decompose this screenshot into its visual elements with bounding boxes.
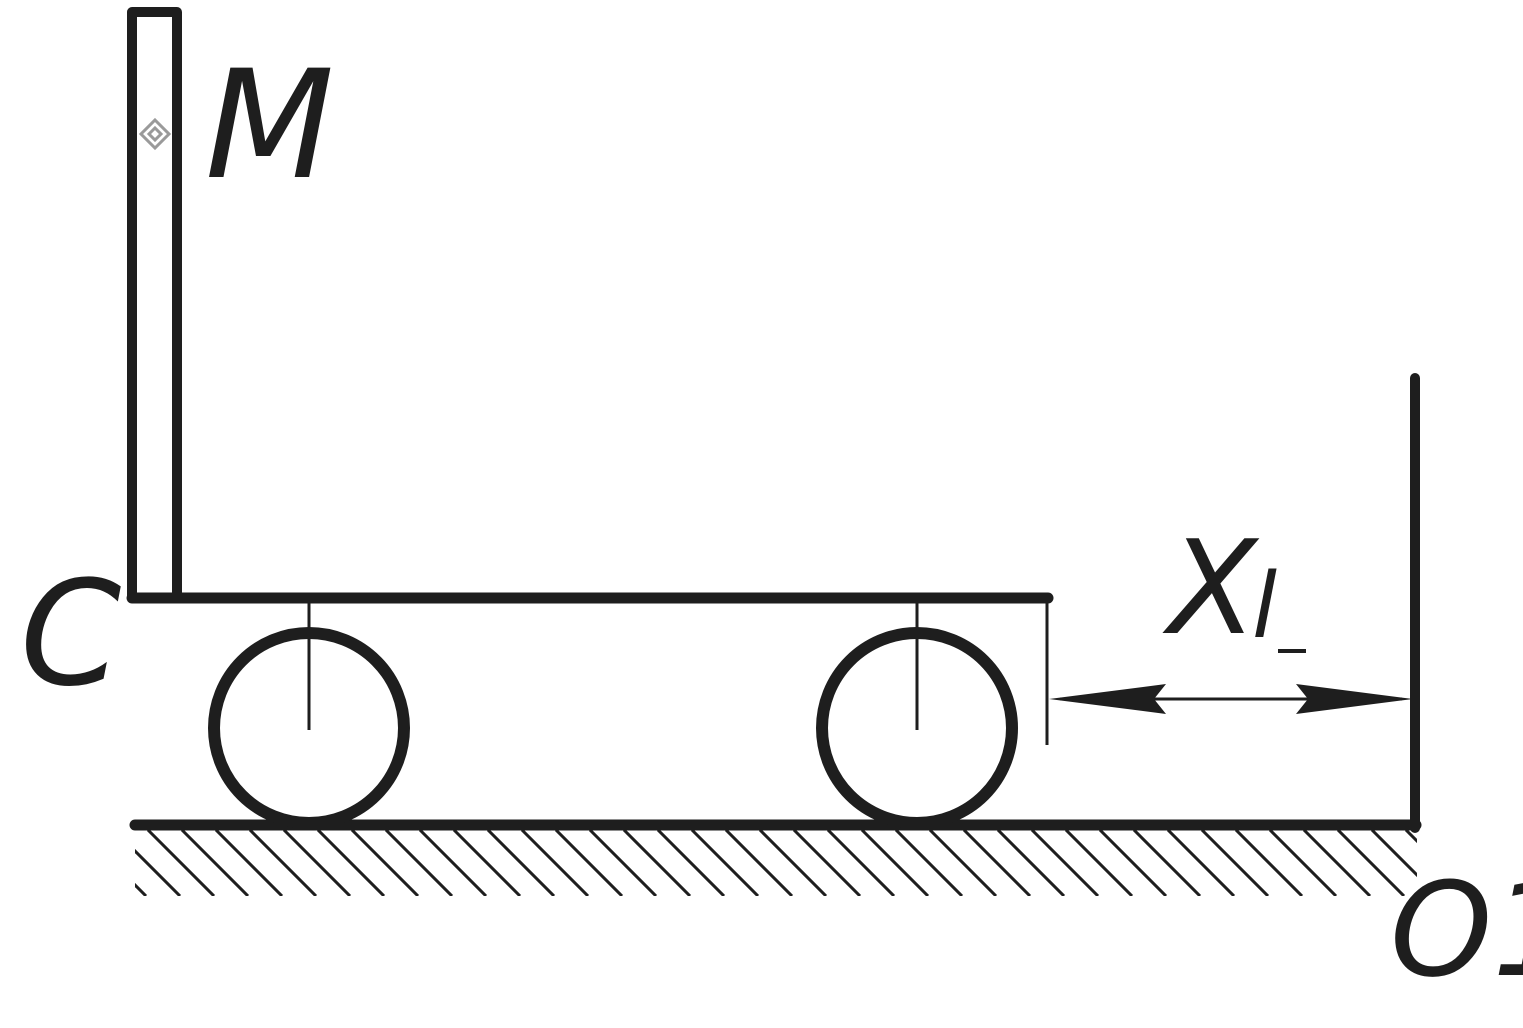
hatch-line xyxy=(282,830,352,896)
hatch-line xyxy=(146,830,216,896)
hatch-line xyxy=(1098,830,1168,896)
right-wheel xyxy=(816,598,1018,829)
hatch-line xyxy=(588,830,658,896)
arrow-left-icon xyxy=(1049,684,1166,714)
hatch-line xyxy=(860,830,930,896)
hatch-line xyxy=(724,830,794,896)
label-m: M xyxy=(205,39,334,213)
label-o1: O1 xyxy=(1390,854,1523,1006)
diamond-point-marker-icon xyxy=(138,117,172,151)
hatch-line xyxy=(1166,830,1236,896)
hatch-line xyxy=(1132,830,1202,896)
hatch-line xyxy=(1370,830,1417,878)
hatch-line xyxy=(384,830,454,896)
arrow-right-icon xyxy=(1296,684,1413,714)
hatch-line xyxy=(1030,830,1100,896)
hatch-line xyxy=(1336,830,1406,896)
hatch-line xyxy=(622,830,692,896)
label-x-subscript: l xyxy=(1252,554,1277,659)
hatch-line xyxy=(1200,830,1270,896)
hatch-line xyxy=(418,830,488,896)
hatch-line xyxy=(1234,830,1304,896)
hatch-line xyxy=(135,882,148,896)
hatch-line xyxy=(135,848,182,896)
hatch-line xyxy=(826,830,896,896)
ground-hatching xyxy=(135,830,1417,896)
hatch-line xyxy=(656,830,726,896)
hatch-line xyxy=(928,830,998,896)
hatch-line xyxy=(520,830,590,896)
hatch-line xyxy=(758,830,828,896)
hatch-line xyxy=(962,830,1032,896)
hatch-line xyxy=(690,830,760,896)
hatch-line xyxy=(248,830,318,896)
hatch-line xyxy=(316,830,386,896)
hatch-line xyxy=(452,830,522,896)
dimension-line-x xyxy=(1049,684,1413,714)
hatch-line xyxy=(214,830,284,896)
hatch-line xyxy=(180,830,250,896)
hatch-line xyxy=(554,830,624,896)
hatch-line xyxy=(1064,830,1134,896)
vertical-rod xyxy=(127,7,182,603)
hatch-line xyxy=(894,830,964,896)
left-wheel xyxy=(208,598,410,829)
hatch-line xyxy=(1268,830,1338,896)
hatch-line xyxy=(1302,830,1372,896)
hatch-line xyxy=(486,830,556,896)
label-c: C xyxy=(20,550,121,719)
label-x: X xyxy=(1162,512,1260,664)
hatch-line xyxy=(350,830,420,896)
hatch-line xyxy=(792,830,862,896)
hatch-line xyxy=(996,830,1066,896)
